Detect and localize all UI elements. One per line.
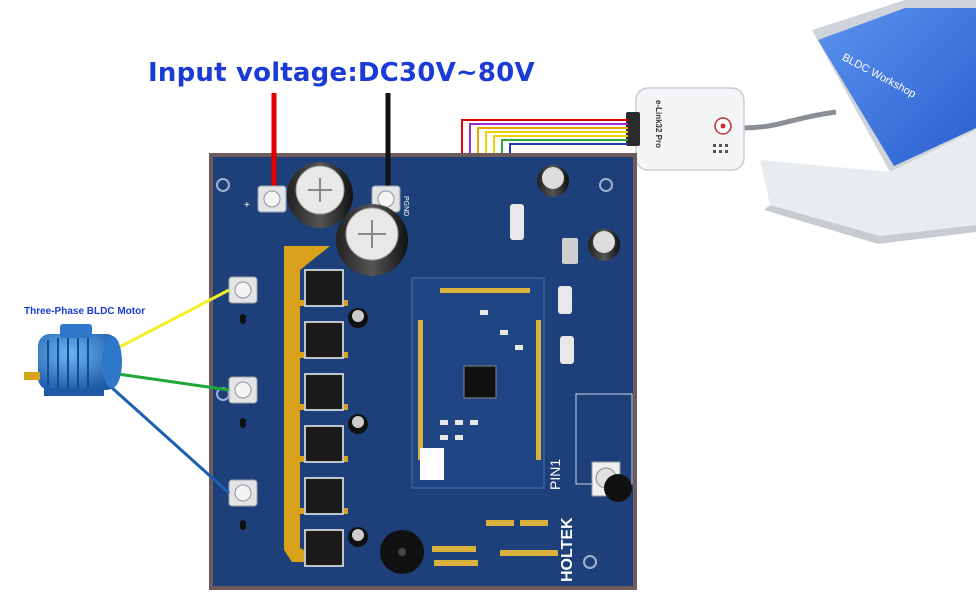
pin1-marker: PIN1 (547, 459, 563, 490)
holtek-logo-small (420, 448, 444, 480)
terminal-pgnd-label: PGND (402, 196, 409, 216)
phase-terminals (228, 276, 258, 507)
thermistors (240, 314, 246, 530)
capacitor-1 (287, 162, 353, 228)
laptop (760, 0, 976, 244)
motor-label: Three-Phase BLDC Motor (24, 306, 146, 317)
header-pins (418, 288, 541, 460)
programmer-name: e-Link32 Pro (654, 100, 663, 148)
potentiometer[interactable] (591, 461, 632, 502)
power-trace (284, 246, 330, 562)
laptop-base (760, 130, 976, 236)
page-title: Input voltage:DC30V~80V (148, 58, 535, 88)
capacitor-2 (336, 204, 408, 276)
phase-wire-u (109, 288, 230, 354)
regulator (562, 238, 578, 264)
laptop-screen (818, 8, 976, 166)
capacitor-small-2 (588, 229, 620, 261)
bldc-motor (24, 324, 122, 396)
holtek-brand: HOLTEK (559, 517, 576, 582)
phase-wire-v (117, 372, 230, 392)
bottom-headers (432, 520, 558, 566)
crystal-2 (560, 336, 574, 364)
crystal-1 (558, 286, 572, 314)
terminal-plus-label: + (244, 200, 250, 211)
phase-wire-w (108, 384, 231, 495)
terminal-positive (257, 185, 287, 213)
capacitor-small-1 (537, 165, 569, 197)
usb-cable (741, 109, 837, 131)
mcu-chip (463, 365, 497, 399)
mosfet-array (304, 269, 344, 567)
smd-components (440, 310, 523, 440)
e-link32-pro-programmer (626, 87, 745, 171)
inductor (510, 204, 524, 240)
gate-capacitors (348, 308, 368, 547)
buzzer (380, 530, 424, 574)
